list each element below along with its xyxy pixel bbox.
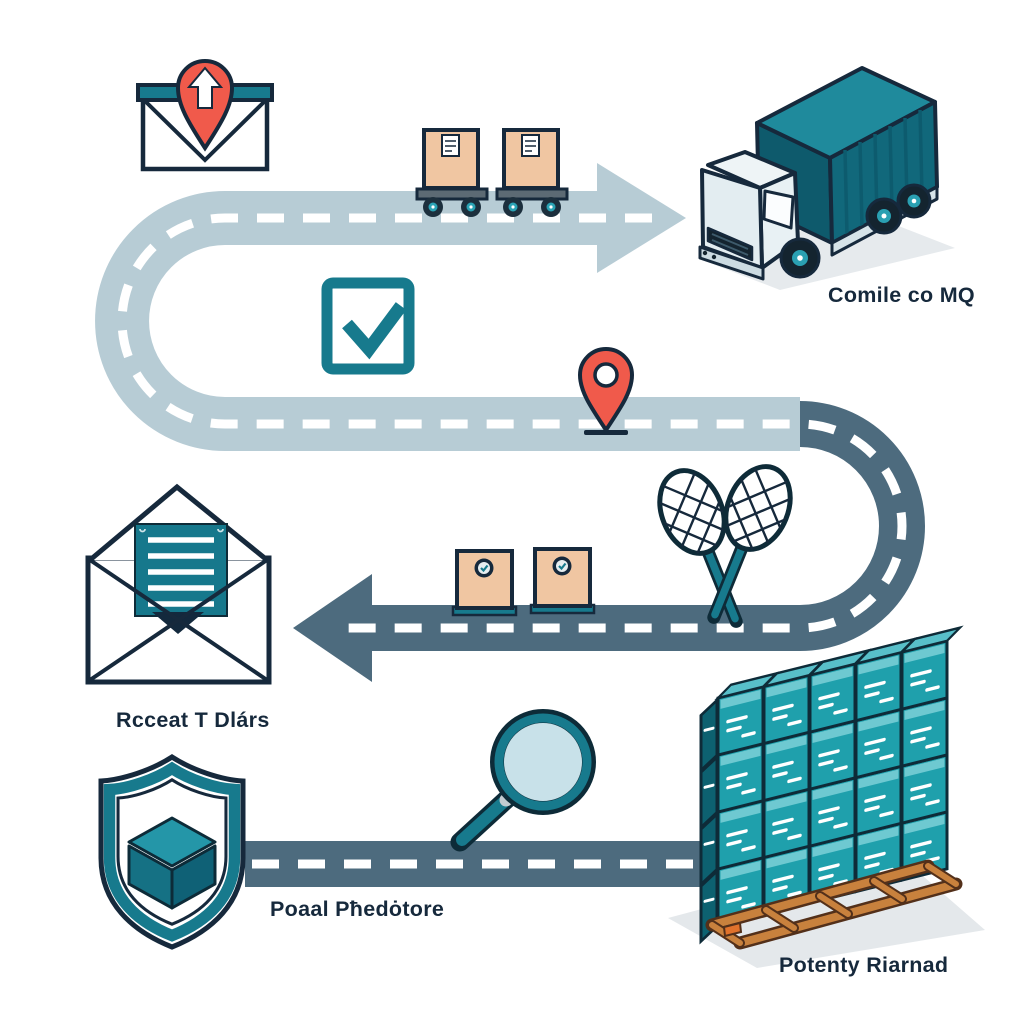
- route-arrow-left: [293, 574, 372, 682]
- truck-window: [762, 189, 795, 230]
- shield-package-icon: [98, 754, 246, 950]
- pallet-icon: [705, 859, 963, 950]
- checkbox-icon: [321, 277, 415, 375]
- pallet-caption: Potenty Riarnad: [779, 953, 949, 977]
- cube-icon: [127, 816, 217, 910]
- pallet-stack-icon: [668, 625, 985, 968]
- road-caption: Poaal Pħedȯtore: [270, 897, 445, 921]
- envelope-caption: Rcceat T Dlárs: [116, 708, 270, 732]
- truck-caption: Comile co MQ: [828, 283, 975, 307]
- up-arrow-icon: [186, 66, 224, 109]
- open-envelope-letter-icon: [85, 483, 272, 685]
- badminton-rackets-icon: [648, 456, 802, 628]
- map-pin-icon: [577, 347, 635, 435]
- delivery-truck-icon: [697, 66, 955, 290]
- road-dashes: [117, 213, 907, 633]
- sent-envelope-pin-icon: [136, 59, 274, 172]
- route-road: [95, 163, 925, 887]
- magnifier-icon: [450, 709, 596, 852]
- truck-wheels: [779, 183, 932, 279]
- checkmark-icon: [342, 302, 407, 360]
